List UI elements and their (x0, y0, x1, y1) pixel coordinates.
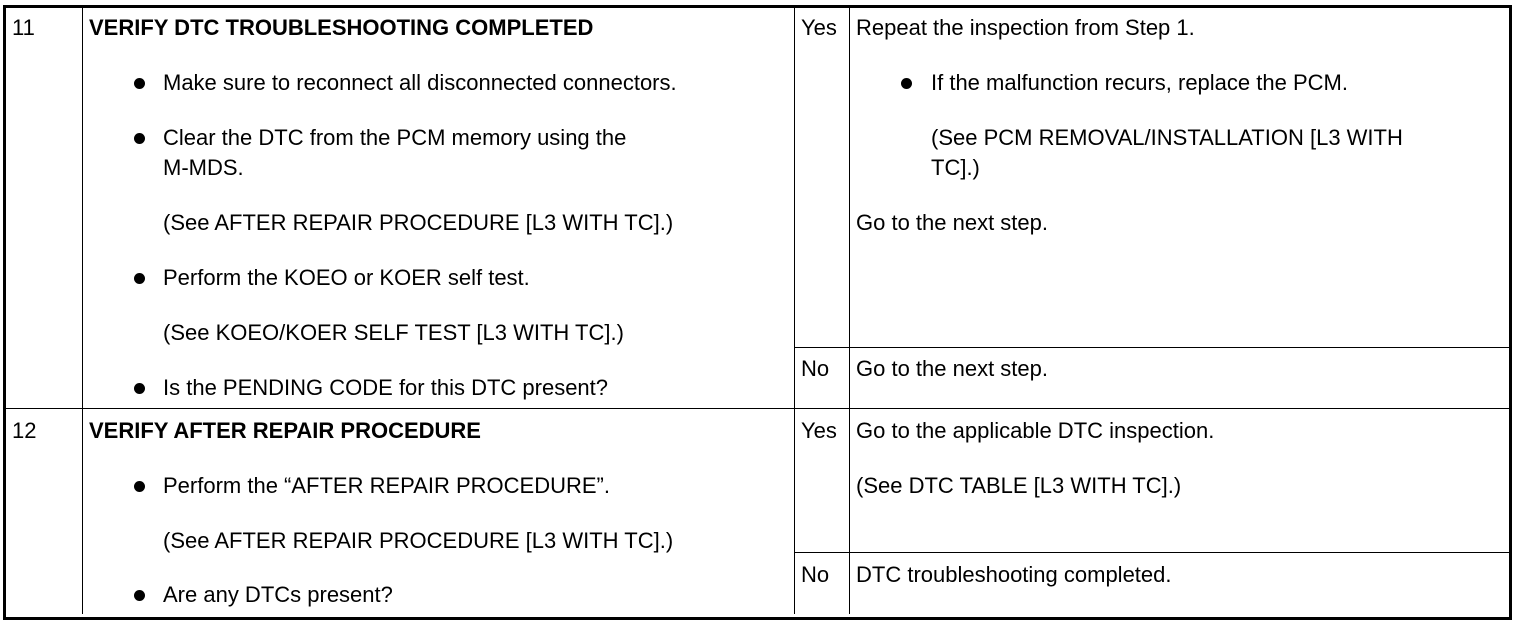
step-number: 12 (12, 418, 37, 443)
instruction-item: Clear the DTC from the PCM memory using … (163, 125, 627, 150)
reference-text: (See PCM REMOVAL/INSTALLATION [L3 WITH (931, 125, 1403, 150)
troubleshooting-table (3, 5, 1512, 620)
instruction-item: Perform the KOEO or KOER self test. (163, 265, 530, 290)
reference-text-continued: TC].) (931, 155, 980, 180)
reference-text: (See AFTER REPAIR PROCEDURE [L3 WITH TC]… (163, 528, 674, 553)
step-number: 11 (12, 15, 35, 40)
row-divider-12-no (794, 552, 1509, 553)
column-divider-answer (794, 8, 795, 614)
action-text: DTC troubleshooting completed. (856, 562, 1172, 587)
column-divider-action (849, 8, 850, 614)
bullet-icon (134, 590, 145, 601)
reference-text: (See AFTER REPAIR PROCEDURE [L3 WITH TC]… (163, 210, 674, 235)
bullet-icon (134, 481, 145, 492)
bullet-icon (901, 78, 912, 89)
bullet-icon (134, 273, 145, 284)
row-divider-step-12 (6, 408, 1509, 409)
column-divider-step (82, 8, 83, 614)
row-divider-11-no (794, 347, 1509, 348)
inspection-question: Are any DTCs present? (163, 582, 393, 607)
answer-yes-label: Yes (801, 15, 837, 40)
action-text: Go to the next step. (856, 210, 1049, 235)
instruction-item: Make sure to reconnect all disconnected … (163, 70, 677, 95)
answer-no-label: No (801, 562, 830, 587)
step-title: VERIFY DTC TROUBLESHOOTING COMPLETED (89, 15, 594, 40)
reference-text: (See DTC TABLE [L3 WITH TC].) (856, 473, 1182, 498)
bullet-icon (134, 133, 145, 144)
bullet-icon (134, 383, 145, 394)
bullet-icon (134, 78, 145, 89)
reference-text: (See KOEO/KOER SELF TEST [L3 WITH TC].) (163, 320, 624, 345)
answer-no-label: No (801, 356, 830, 381)
answer-yes-label: Yes (801, 418, 837, 443)
instruction-item: Perform the “AFTER REPAIR PROCEDURE”. (163, 473, 610, 498)
step-title: VERIFY AFTER REPAIR PROCEDURE (89, 418, 481, 443)
action-text: Go to the next step. (856, 356, 1049, 381)
action-text: Repeat the inspection from Step 1. (856, 15, 1195, 40)
action-text: Go to the applicable DTC inspection. (856, 418, 1215, 443)
action-bullet-text: If the malfunction recurs, replace the P… (931, 70, 1348, 95)
inspection-question: Is the PENDING CODE for this DTC present… (163, 375, 609, 400)
instruction-item-continued: M-MDS. (163, 155, 244, 180)
